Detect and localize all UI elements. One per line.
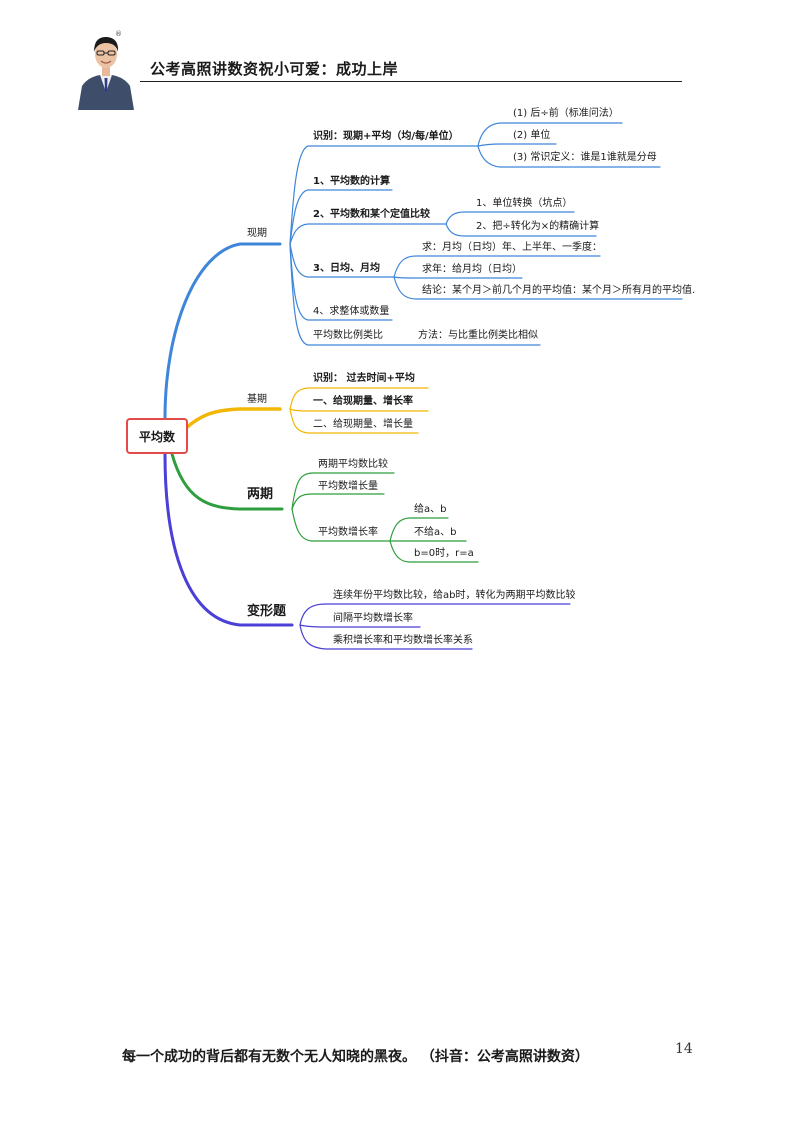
- leaf-b-zero: b=0时，r=a: [414, 548, 474, 559]
- header-divider: [140, 81, 682, 82]
- node-consecutive-years: 连续年份平均数比较，给ab时，转化为两期平均数比较: [333, 590, 576, 601]
- node-avg-growth-rate: 平均数增长率: [318, 527, 378, 538]
- leaf-daily-3: 结论：某个月＞前几个月的平均值：某个月＞所有月的平均值.: [422, 285, 696, 296]
- branch-jiqi: 基期: [247, 394, 267, 405]
- leaf-daily-2: 求年：给月均（日均）: [422, 264, 522, 275]
- registered-mark: ®: [115, 30, 122, 38]
- node-daily-monthly: 3、日均、月均: [313, 263, 380, 274]
- footer-quote: 每一个成功的背后都有无数个无人知晓的黑夜。 （抖音：公考高照讲数资）: [122, 1049, 589, 1065]
- branch-liangqi: 两期: [247, 487, 274, 502]
- leaf-identify-1: (1) 后÷前（标准问法）: [513, 108, 619, 119]
- node-jiqi-rate: 一、给现期量、增长率: [313, 396, 413, 407]
- node-jiqi-identify: 识别： 过去时间+平均: [313, 373, 415, 384]
- node-total-quantity: 4、求整体或数量: [313, 306, 390, 317]
- leaf-compare-2: 2、把÷转化为×的精确计算: [476, 221, 600, 232]
- presenter-photo: [76, 30, 136, 110]
- node-avg-growth-amount: 平均数增长量: [318, 481, 378, 492]
- node-jiqi-amount: 二、给现期量、增长量: [313, 419, 413, 430]
- node-avg-calc: 1、平均数的计算: [313, 176, 390, 187]
- leaf-identify-3: (3) 常识定义：谁是1谁就是分母: [513, 152, 657, 163]
- leaf-identify-2: (2) 单位: [513, 130, 551, 141]
- branch-xianqi: 现期: [247, 228, 267, 239]
- node-ratio-method: 方法：与比重比例类比相似: [418, 330, 538, 341]
- node-product-growth: 乘积增长率和平均数增长率关系: [333, 635, 473, 646]
- node-xianqi-identify: 识别：现期+平均（均/每/单位）: [313, 131, 459, 142]
- page-number: 14: [675, 1041, 693, 1057]
- node-ratio-analogy: 平均数比例类比: [313, 330, 383, 341]
- leaf-not-given-ab: 不给a、b: [414, 527, 457, 538]
- leaf-given-ab: 给a、b: [414, 504, 447, 515]
- leaf-compare-1: 1、单位转换（坑点）: [476, 198, 573, 209]
- node-avg-compare: 2、平均数和某个定值比较: [313, 209, 430, 220]
- leaf-daily-1: 求：月均（日均）年、上半年、一季度：: [422, 242, 602, 253]
- node-interval-growth: 间隔平均数增长率: [333, 613, 413, 624]
- mindmap-root: 平均数: [126, 418, 188, 454]
- node-two-period-compare: 两期平均数比较: [318, 459, 388, 470]
- branch-bianxingti: 变形题: [247, 604, 287, 619]
- header-title: 公考高照讲数资祝小可爱：成功上岸: [150, 60, 399, 78]
